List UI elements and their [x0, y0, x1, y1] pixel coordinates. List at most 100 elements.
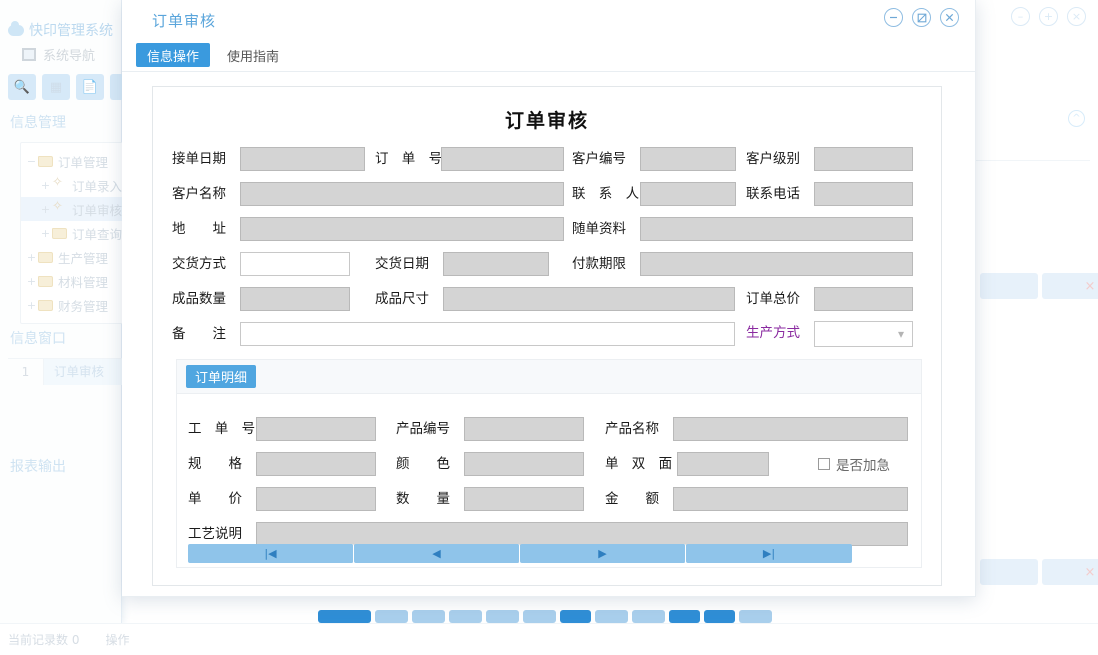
tab-order-detail[interactable]: 订单明细 — [186, 365, 257, 388]
label-sides: 单 双 面 — [605, 456, 677, 472]
tree-item-order-entry[interactable]: + 订单录入 — [21, 173, 209, 197]
input-process-desc[interactable] — [256, 522, 908, 546]
bg-action-button[interactable] — [523, 610, 556, 623]
bg-action-button[interactable] — [375, 610, 408, 623]
detail-pager[interactable]: |◀ ◀ ▶ ▶| — [188, 544, 852, 563]
input-payment-term[interactable] — [640, 252, 913, 276]
tree-item-finance-management[interactable]: + 财务管理 — [21, 293, 209, 317]
input-address[interactable] — [240, 217, 564, 241]
checkbox-urgent[interactable]: 是否加急 — [818, 454, 890, 474]
input-spec[interactable] — [256, 452, 376, 476]
modal-window-controls[interactable] — [884, 8, 959, 27]
bg-action-button[interactable] — [632, 610, 665, 623]
input-amount[interactable] — [673, 487, 908, 511]
bg-action-button[interactable] — [560, 610, 591, 623]
background-pill[interactable] — [980, 559, 1038, 585]
tab-info-operation[interactable]: 信息操作 — [136, 43, 211, 67]
tree-item-production-management[interactable]: + 生产管理 — [21, 245, 209, 269]
tree-item-material-management[interactable]: + 材料管理 — [21, 269, 209, 293]
input-product-qty[interactable] — [240, 287, 350, 311]
input-remark[interactable] — [240, 322, 735, 346]
bg-action-button[interactable] — [595, 610, 628, 623]
bg-action-button[interactable] — [412, 610, 445, 623]
input-sides[interactable] — [677, 452, 769, 476]
restore-icon[interactable] — [912, 8, 931, 27]
tree-item-order-query[interactable]: + 订单查询 — [21, 221, 209, 245]
label-delivery-date: 交货日期 — [375, 256, 429, 272]
checkbox-urgent-label: 是否加急 — [836, 458, 890, 474]
pager-next-button[interactable]: ▶ — [520, 544, 686, 563]
pager-last-button[interactable]: ▶| — [686, 544, 852, 563]
input-product-size[interactable] — [443, 287, 735, 311]
app-window-controls[interactable]: – + × — [1011, 7, 1086, 26]
tree-expander-icon[interactable]: + — [40, 178, 51, 192]
list-icon[interactable]: ▦ — [42, 74, 70, 100]
tree-expander-icon[interactable]: − — [26, 154, 37, 168]
label-quantity: 数 量 — [396, 491, 450, 507]
order-detail-body: 工 单 号 产品编号 产品名称 规 格 颜 色 单 双 面 是否加急 单 价 数… — [176, 393, 922, 568]
minimize-icon[interactable] — [884, 8, 903, 27]
bg-action-button[interactable] — [486, 610, 519, 623]
label-customer-no: 客户编号 — [572, 151, 626, 167]
input-customer-level[interactable] — [814, 147, 913, 171]
label-color: 颜 色 — [396, 456, 450, 472]
input-customer-name[interactable] — [240, 182, 564, 206]
close-icon[interactable] — [940, 8, 959, 27]
background-pill[interactable] — [980, 273, 1038, 299]
form-title: 订单审核 — [504, 110, 589, 132]
input-color[interactable] — [464, 452, 584, 476]
folder-icon — [52, 227, 67, 239]
background-delete-button[interactable]: × — [1042, 559, 1098, 585]
tree-expander-icon[interactable]: + — [40, 226, 51, 240]
input-order-no[interactable] — [441, 147, 564, 171]
tree-expander-icon[interactable]: + — [26, 250, 37, 264]
background-button-bar[interactable] — [318, 610, 772, 623]
pager-prev-button[interactable]: ◀ — [354, 544, 520, 563]
tree-item-label: 生产管理 — [58, 250, 109, 266]
input-product-name[interactable] — [673, 417, 908, 441]
sidebar-toolbar[interactable]: 🔍 ▦ 📄 — [8, 74, 124, 100]
label-delivery-method: 交货方式 — [172, 256, 226, 272]
input-order-total[interactable] — [814, 287, 913, 311]
input-delivery-method[interactable] — [240, 252, 350, 276]
input-attached-docs[interactable] — [640, 217, 913, 241]
document-icon[interactable]: 📄 — [76, 74, 104, 100]
checkbox-box-icon[interactable] — [818, 458, 830, 470]
tree-item-order-management[interactable]: − 订单管理 — [21, 149, 209, 173]
bg-action-button[interactable] — [669, 610, 700, 623]
label-amount: 金 额 — [605, 491, 659, 507]
input-product-code[interactable] — [464, 417, 584, 441]
input-quantity[interactable] — [464, 487, 584, 511]
tree-expander-icon[interactable]: + — [26, 274, 37, 288]
window-index: 1 — [8, 359, 44, 385]
search-doc-icon[interactable]: 🔍 — [8, 74, 36, 100]
system-nav-header[interactable]: 系统导航 — [22, 45, 95, 64]
tree-expander-icon[interactable]: + — [40, 202, 51, 216]
input-customer-no[interactable] — [640, 147, 736, 171]
bg-action-button[interactable] — [739, 610, 772, 623]
folder-icon — [38, 251, 53, 263]
tab-user-guide[interactable]: 使用指南 — [227, 49, 280, 65]
app-maximize-icon[interactable]: + — [1039, 7, 1058, 26]
input-phone[interactable] — [814, 182, 913, 206]
label-customer-name: 客户名称 — [172, 186, 226, 202]
bg-action-button[interactable] — [449, 610, 482, 623]
more-tools-icon[interactable] — [110, 74, 124, 100]
collapse-chevron-icon[interactable]: ^ — [1068, 110, 1085, 127]
app-close-icon[interactable]: × — [1067, 7, 1086, 26]
label-production-method: 生产方式 — [746, 325, 800, 341]
input-unit-price[interactable] — [256, 487, 376, 511]
bg-action-button[interactable] — [704, 610, 735, 623]
pager-first-button[interactable]: |◀ — [188, 544, 354, 563]
app-minimize-icon[interactable]: – — [1011, 7, 1030, 26]
input-contact[interactable] — [640, 182, 736, 206]
tree-expander-icon[interactable]: + — [26, 298, 37, 312]
input-delivery-date[interactable] — [443, 252, 549, 276]
input-order-date[interactable] — [240, 147, 365, 171]
background-delete-button[interactable]: × — [1042, 273, 1098, 299]
select-production-method[interactable]: ▾ — [814, 321, 913, 347]
input-work-order-no[interactable] — [256, 417, 376, 441]
modal-tabs[interactable]: 信息操作 使用指南 — [136, 40, 975, 70]
label-remark: 备 注 — [172, 326, 226, 342]
bg-action-button[interactable] — [318, 610, 371, 623]
